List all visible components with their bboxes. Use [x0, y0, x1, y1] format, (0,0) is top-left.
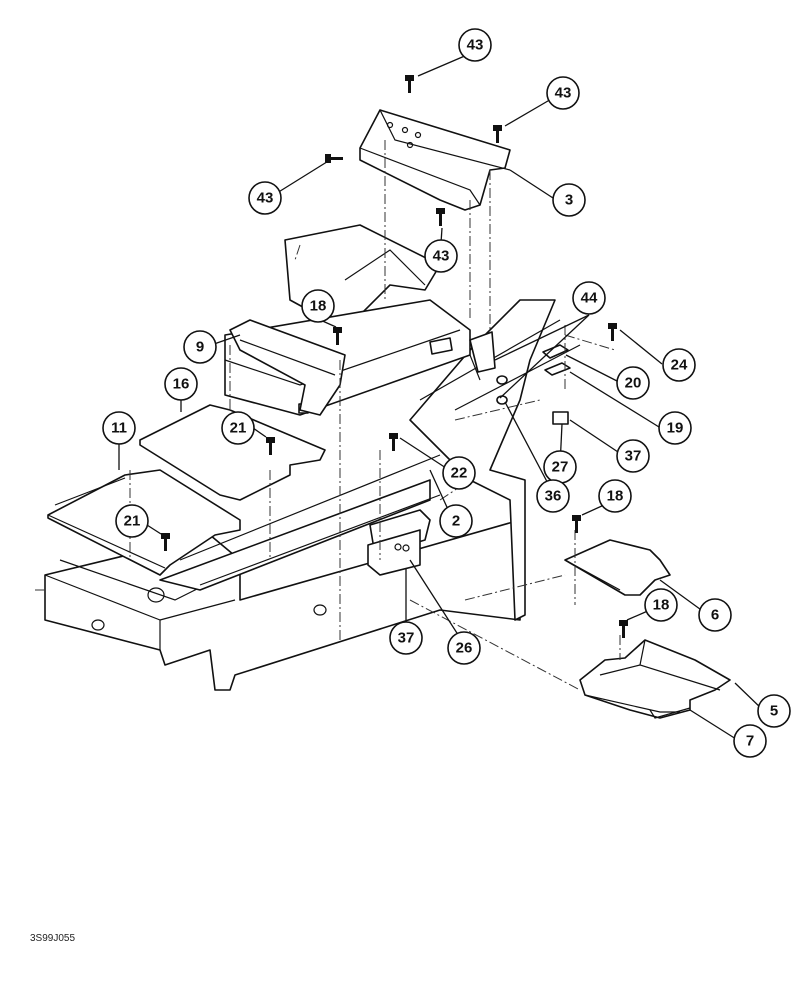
rear-cover-panel	[229, 319, 346, 416]
callout-43-top: 43	[458, 28, 492, 62]
bolt-21-lower	[161, 533, 170, 551]
bolt-43-lower	[436, 208, 445, 226]
svg-text:43: 43	[467, 37, 484, 54]
svg-text:21: 21	[124, 513, 141, 530]
bolt-18-step	[619, 620, 628, 638]
callout-7: 7	[733, 724, 767, 758]
bolt-18-rear	[333, 327, 342, 345]
callout-27: 27	[543, 450, 577, 484]
svg-text:16: 16	[173, 376, 190, 393]
callout-37-right: 37	[616, 439, 650, 473]
bolt-43-top	[405, 75, 414, 93]
bolt-18-side	[572, 515, 581, 533]
figure-reference-code: 3S99J055	[30, 933, 76, 944]
svg-text:37: 37	[625, 448, 642, 465]
callout-43-left: 43	[248, 181, 282, 215]
callout-37-center: 37	[389, 621, 423, 655]
svg-text:36: 36	[545, 488, 562, 505]
bolts	[161, 75, 628, 638]
callout-6: 6	[698, 598, 732, 632]
cover-plate-upper	[139, 404, 326, 501]
svg-text:43: 43	[555, 85, 572, 102]
callout-9: 9	[183, 330, 217, 364]
bolt-21-upper	[266, 437, 275, 455]
svg-text:3: 3	[565, 192, 573, 209]
svg-text:22: 22	[451, 465, 468, 482]
svg-text:27: 27	[552, 459, 569, 476]
callouts: 43 43 43 43 3 18 9 44 24 20 19 16 11 21 …	[102, 28, 791, 758]
callout-2: 2	[439, 504, 473, 538]
svg-text:18: 18	[653, 597, 670, 614]
spacer-plates	[542, 344, 571, 376]
callout-43-right: 43	[546, 76, 580, 110]
callout-24: 24	[662, 348, 696, 382]
svg-text:7: 7	[746, 733, 754, 750]
callout-44: 44	[572, 281, 606, 315]
svg-text:37: 37	[398, 630, 415, 647]
bolt-43-left	[325, 154, 343, 163]
svg-text:44: 44	[581, 290, 598, 307]
svg-text:43: 43	[433, 248, 450, 265]
svg-text:2: 2	[452, 513, 460, 530]
callout-26: 26	[447, 631, 481, 665]
side-plate	[564, 539, 671, 596]
callout-18-side: 18	[598, 479, 632, 513]
svg-text:11: 11	[111, 420, 127, 437]
callout-18-rear: 18	[301, 289, 335, 323]
callout-19: 19	[658, 411, 692, 445]
callout-5: 5	[757, 694, 791, 728]
bolt-43-right	[493, 125, 502, 143]
svg-text:9: 9	[196, 339, 204, 356]
svg-text:6: 6	[711, 607, 719, 624]
callout-18-step: 18	[644, 588, 678, 622]
svg-text:24: 24	[671, 357, 688, 374]
callout-36: 36	[536, 479, 570, 513]
bolt-22	[389, 433, 398, 451]
svg-text:26: 26	[456, 640, 473, 657]
callout-20: 20	[616, 366, 650, 400]
step-plate-assembly	[579, 639, 731, 719]
leader-lines	[118, 54, 764, 740]
svg-text:18: 18	[607, 488, 624, 505]
alignment-lines	[35, 140, 621, 691]
callout-43-lower: 43	[424, 239, 458, 273]
mounting-bracket	[359, 109, 511, 211]
callout-3: 3	[552, 183, 586, 217]
bolt-24	[608, 323, 617, 341]
callout-22: 22	[442, 456, 476, 490]
svg-text:21: 21	[230, 420, 247, 437]
callout-16: 16	[164, 367, 198, 401]
callout-21-lower: 21	[115, 504, 149, 538]
svg-text:43: 43	[257, 190, 274, 207]
svg-text:5: 5	[770, 703, 778, 720]
svg-text:20: 20	[625, 375, 642, 392]
svg-text:18: 18	[310, 298, 327, 315]
callout-11: 11	[102, 411, 136, 445]
svg-text:19: 19	[667, 420, 684, 437]
chassis-frame	[44, 224, 581, 691]
callout-21-upper: 21	[221, 411, 255, 445]
